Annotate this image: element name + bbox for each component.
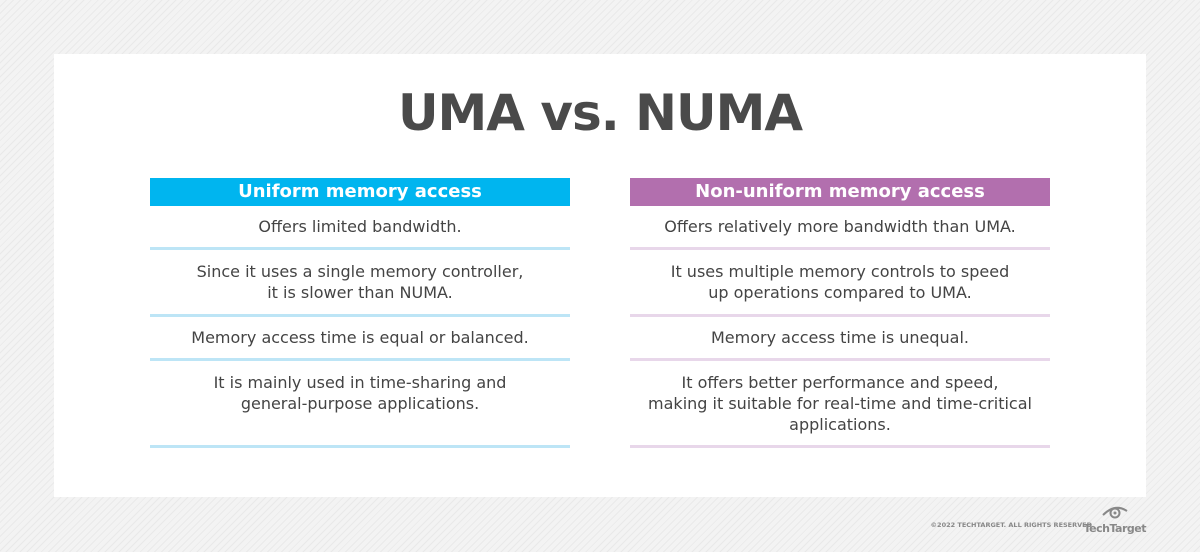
numa-row-text: Memory access time is unequal. bbox=[710, 328, 969, 347]
numa-row: Offers relatively more bandwidth than UM… bbox=[630, 206, 1050, 250]
uma-row-text: Since it uses a single memory controller… bbox=[196, 262, 524, 302]
logo-text: TechTarget bbox=[1083, 522, 1147, 535]
techtarget-logo: TechTarget bbox=[1083, 505, 1147, 535]
numa-column: Non-uniform memory access Offers relativ… bbox=[630, 178, 1050, 448]
numa-row: Memory access time is unequal. bbox=[630, 317, 1050, 361]
uma-row: Memory access time is equal or balanced. bbox=[150, 317, 570, 361]
numa-header: Non-uniform memory access bbox=[630, 178, 1050, 206]
uma-row: Since it uses a single memory controller… bbox=[150, 250, 570, 317]
numa-row-text: Offers relatively more bandwidth than UM… bbox=[664, 217, 1016, 236]
uma-column: Uniform memory access Offers limited ban… bbox=[150, 178, 570, 448]
copyright-text: ©2022 TECHTARGET. ALL RIGHTS RESERVED bbox=[930, 521, 1092, 529]
uma-row-text: It is mainly used in time-sharing and ge… bbox=[213, 373, 507, 413]
uma-header: Uniform memory access bbox=[150, 178, 570, 206]
eye-icon bbox=[1102, 506, 1128, 519]
infographic-card bbox=[54, 54, 1146, 497]
uma-row-text: Memory access time is equal or balanced. bbox=[191, 328, 529, 347]
numa-row-text: It offers better performance and speed, … bbox=[648, 372, 1032, 434]
uma-row-text: Offers limited bandwidth. bbox=[258, 217, 462, 236]
numa-row: It offers better performance and speed, … bbox=[630, 361, 1050, 448]
uma-row: It is mainly used in time-sharing and ge… bbox=[150, 361, 570, 448]
page-title: UMA vs. NUMA bbox=[397, 84, 803, 142]
uma-row: Offers limited bandwidth. bbox=[150, 206, 570, 250]
numa-row: It uses multiple memory controls to spee… bbox=[630, 250, 1050, 317]
numa-row-text: It uses multiple memory controls to spee… bbox=[670, 262, 1010, 302]
